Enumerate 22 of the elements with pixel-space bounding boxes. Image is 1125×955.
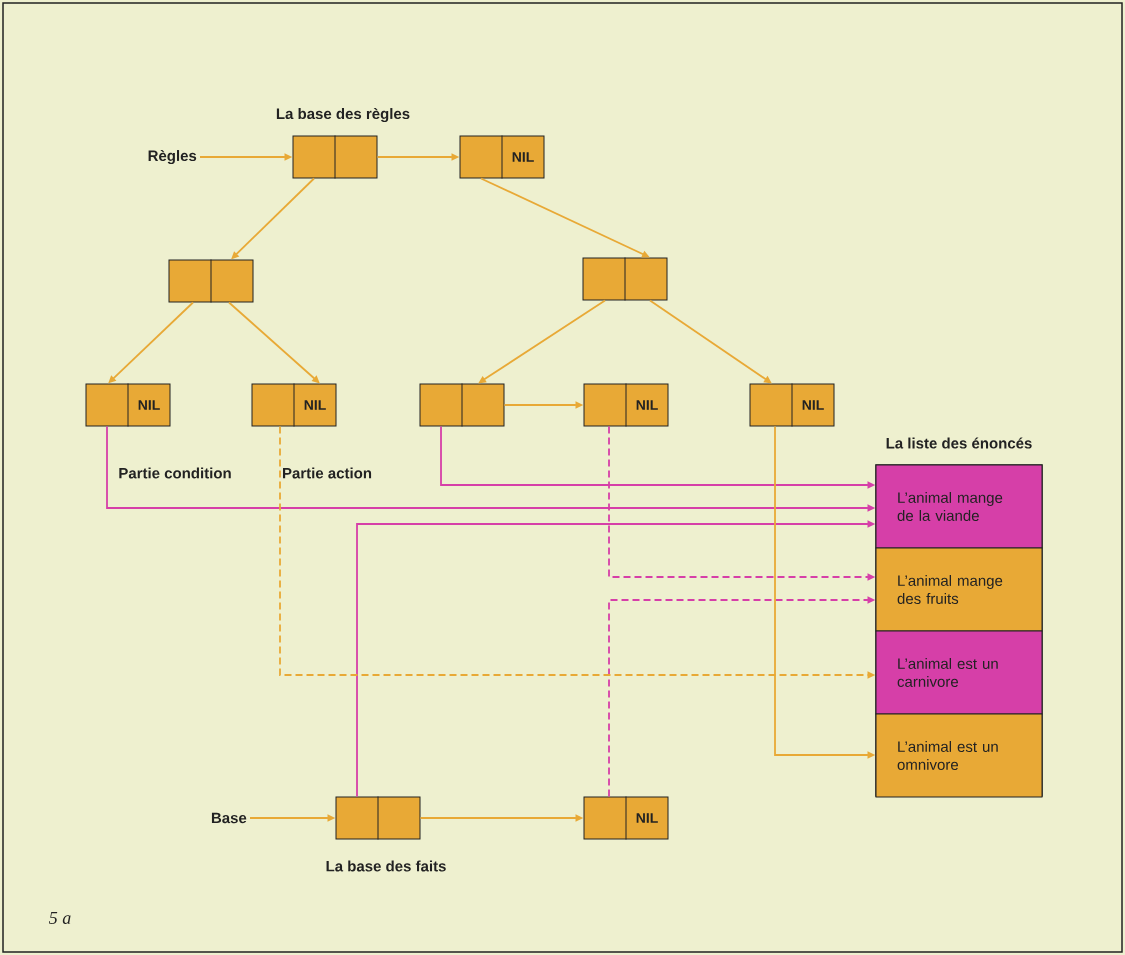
cons-cell	[582, 257, 668, 301]
cons-cell	[419, 383, 505, 427]
node-label: La liste des énoncés	[886, 437, 1032, 449]
statement-box: L’animal mange des fruits	[875, 547, 1043, 632]
cons-cell: NIL	[749, 383, 835, 427]
arrow	[649, 299, 772, 384]
cons-cell: NIL	[583, 383, 669, 427]
statement-box: L’animal mange de la viande	[875, 464, 1043, 549]
pointer-label: Base	[211, 812, 247, 824]
heading: La base des faits	[326, 860, 446, 872]
cons-cell: NIL	[459, 135, 545, 179]
part-label: Partie action	[283, 467, 372, 479]
cons-cell: NIL	[583, 796, 669, 840]
statement-box: L’animal est un carnivore	[875, 630, 1043, 715]
figure-number: 5 a	[49, 912, 71, 924]
pointer-label: Règles	[148, 149, 197, 165]
heading: La base des règles	[276, 107, 410, 123]
cons-cell: NIL	[251, 383, 337, 427]
statement-box: L’animal est un omnivore	[875, 713, 1043, 798]
cons-cell	[168, 259, 254, 303]
part-label: Partie condition	[119, 467, 231, 479]
cons-cell: NIL	[85, 383, 171, 427]
